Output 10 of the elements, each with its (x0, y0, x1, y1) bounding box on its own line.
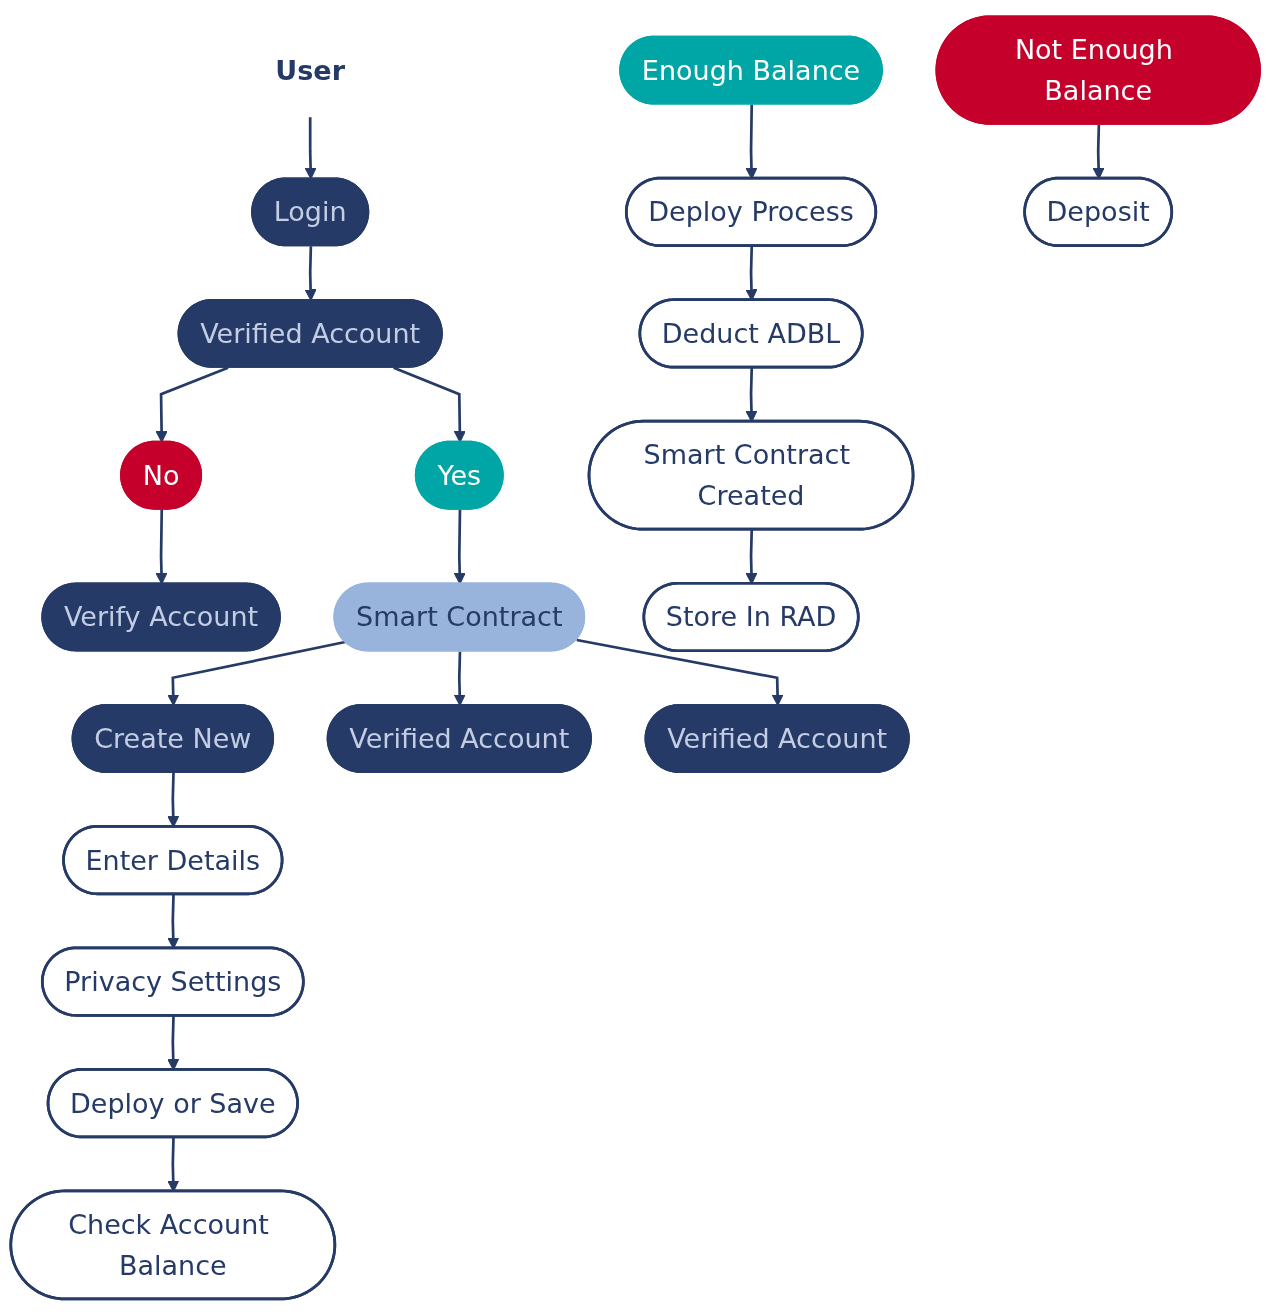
arrow (393, 366, 466, 443)
arrow (155, 509, 168, 585)
arrow (167, 640, 346, 706)
arrow (304, 246, 317, 301)
arrow (155, 366, 229, 443)
arrow (304, 117, 317, 180)
arrow (453, 651, 466, 706)
arrow (576, 638, 784, 706)
node-text: User (275, 53, 346, 87)
arrow (453, 509, 466, 585)
